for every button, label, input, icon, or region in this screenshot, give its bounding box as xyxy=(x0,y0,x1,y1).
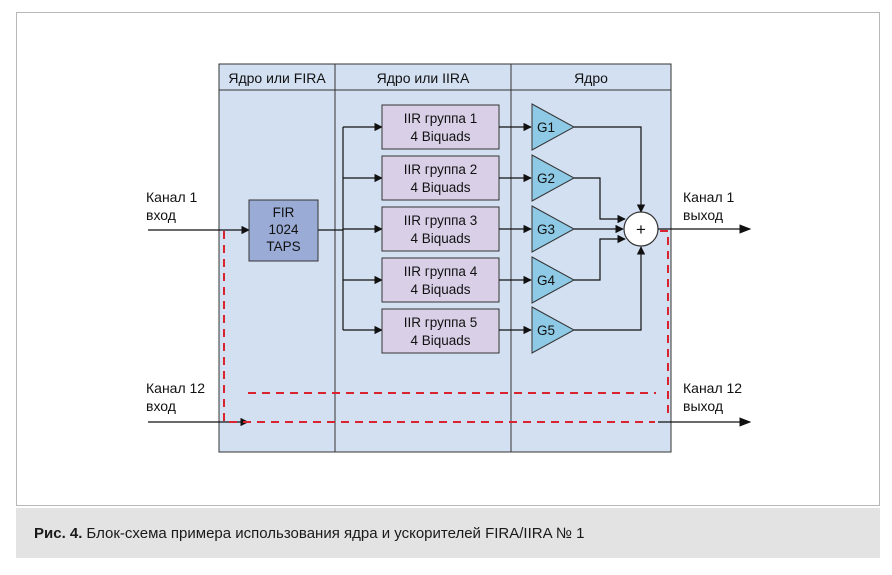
iir-block-1-line2: 4 Biquads xyxy=(410,129,470,144)
input-label-ch12-line2: вход xyxy=(146,398,176,414)
fir-block-line3: TAPS xyxy=(266,239,300,254)
caption-text: Блок-схема примера использования ядра и … xyxy=(86,524,585,542)
iir-block-1: IIR группа 1 4 Biquads xyxy=(381,104,500,150)
panel-title-fira: Ядро или FIRA xyxy=(228,70,326,86)
gain-g5-label: G5 xyxy=(537,323,555,338)
gain-g1: G1 xyxy=(531,103,576,151)
output-label-ch12-line1: Канал 12 xyxy=(683,380,742,396)
gain-g3: G3 xyxy=(531,205,576,253)
dashed-path-ch1-12 xyxy=(223,231,655,423)
iir-block-5-line1: IIR группа 5 xyxy=(404,315,477,330)
gain-g4: G4 xyxy=(531,256,576,304)
g1-to-summer xyxy=(574,126,646,213)
iir-block-3-line1: IIR группа 3 xyxy=(404,213,477,228)
iir-block-5: IIR группа 5 4 Biquads xyxy=(381,308,500,354)
gain-g1-label: G1 xyxy=(537,120,555,135)
iir-block-3-line2: 4 Biquads xyxy=(410,231,470,246)
gain-g5: G5 xyxy=(531,306,576,354)
output-label-ch12-line2: выход xyxy=(683,398,723,414)
gain-g4-label: G4 xyxy=(537,273,556,288)
iir-block-2: IIR группа 2 4 Biquads xyxy=(381,155,500,201)
panel-title-core: Ядро xyxy=(574,70,608,86)
figure-caption: Рис. 4. Блок-схема примера использования… xyxy=(16,508,880,558)
g2-to-summer xyxy=(574,177,626,224)
output-label-ch1-line2: выход xyxy=(683,207,723,223)
gain-g2: G2 xyxy=(531,154,576,202)
gain-g2-label: G2 xyxy=(537,171,555,186)
summer-symbol: + xyxy=(636,220,646,239)
input-label-ch1-line2: вход xyxy=(146,207,176,223)
iir-block-5-line2: 4 Biquads xyxy=(410,333,470,348)
input-label-ch1-line1: Канал 1 xyxy=(146,189,198,205)
iir-block-3: IIR группа 3 4 Biquads xyxy=(381,206,500,252)
iir-block-2-line1: IIR группа 2 xyxy=(404,162,477,177)
iir-block-1-line1: IIR группа 1 xyxy=(404,111,477,126)
fir-block-line2: 1024 xyxy=(268,222,299,237)
iir-block-2-line2: 4 Biquads xyxy=(410,180,470,195)
input-label-ch12-line1: Канал 12 xyxy=(146,380,205,396)
fir-block-line1: FIR xyxy=(273,205,295,220)
g4-to-summer xyxy=(574,234,626,281)
caption-label: Рис. 4. xyxy=(34,524,83,542)
g5-to-summer xyxy=(574,246,646,331)
gain-g3-label: G3 xyxy=(537,222,555,237)
iir-block-4-line2: 4 Biquads xyxy=(410,282,470,297)
iir-block-4-line1: IIR группа 4 xyxy=(404,264,478,279)
panel-title-iira: Ядро или IIRA xyxy=(377,70,470,86)
iir-block-4: IIR группа 4 4 Biquads xyxy=(381,257,500,303)
output-label-ch1-line1: Канал 1 xyxy=(683,189,735,205)
dashed-path-out xyxy=(660,230,669,418)
